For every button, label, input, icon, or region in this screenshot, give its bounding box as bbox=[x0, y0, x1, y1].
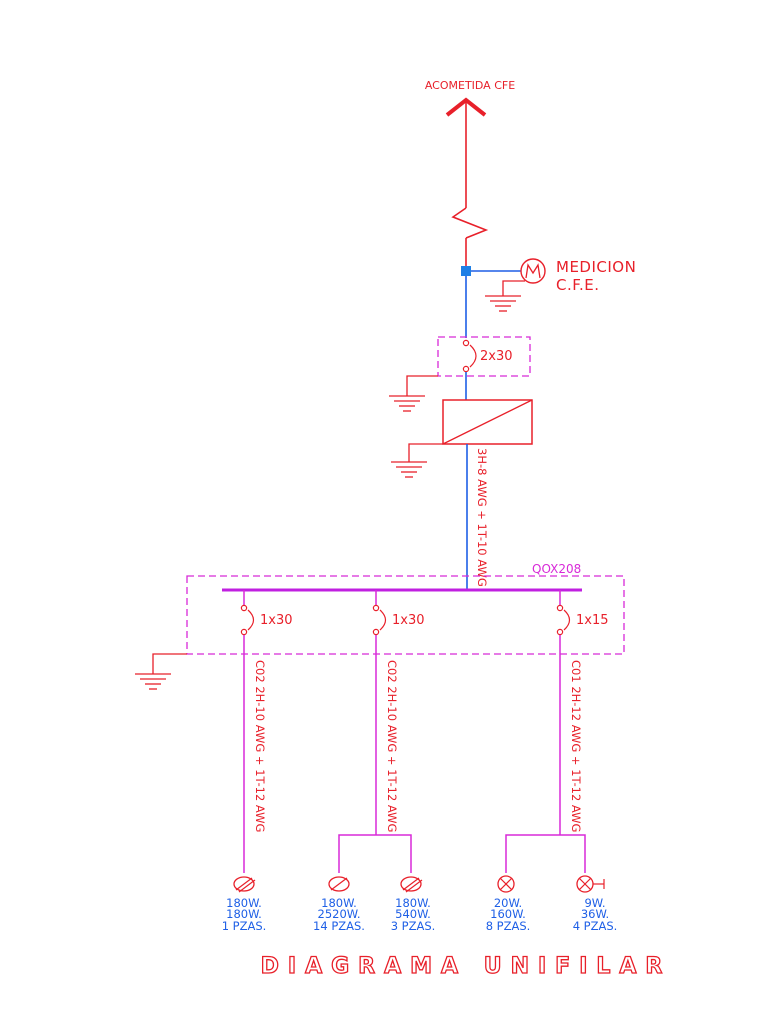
main-breaker-enclosure bbox=[437, 336, 531, 377]
breaker-label: 1x30 bbox=[260, 613, 293, 628]
outlet-icon bbox=[328, 876, 350, 892]
svg-text:14 PZAS.: 14 PZAS. bbox=[313, 919, 365, 933]
svg-text:8 PZAS.: 8 PZAS. bbox=[486, 919, 531, 933]
breaker-label: 1x30 bbox=[392, 613, 425, 628]
svg-text:180W.: 180W. bbox=[226, 907, 262, 921]
svg-text:180W.: 180W. bbox=[226, 896, 262, 910]
svg-text:540W.: 540W. bbox=[395, 907, 431, 921]
svg-text:20W.: 20W. bbox=[494, 896, 522, 910]
outlet-icon bbox=[233, 876, 256, 893]
ground-wire bbox=[152, 653, 187, 674]
panel-label: QOX208 bbox=[532, 562, 581, 576]
transformer-icon bbox=[442, 399, 533, 445]
breaker-icon bbox=[462, 339, 477, 373]
ground-icon bbox=[134, 673, 172, 690]
main-feeder-label: 3H-8 AWG + 1T-10 AWG bbox=[475, 448, 489, 587]
meter-label-line1: MEDICION bbox=[556, 258, 636, 276]
junction-node bbox=[461, 266, 471, 276]
load-label: 180W. 2520W. 14 PZAS. bbox=[313, 896, 365, 933]
circuit-1: 1x30 C02 2H-10 AWG + 1T-12 AWG bbox=[240, 590, 293, 873]
ground-icon bbox=[388, 395, 426, 412]
panel-enclosure bbox=[186, 575, 625, 655]
main-breaker-label: 2x30 bbox=[480, 349, 513, 364]
breaker-label: 1x15 bbox=[576, 613, 609, 628]
load-label: 9W. 36W. 4 PZAS. bbox=[573, 896, 618, 933]
svg-text:4 PZAS.: 4 PZAS. bbox=[573, 919, 618, 933]
meter-label-line2: C.F.E. bbox=[556, 276, 599, 294]
up-arrow-icon bbox=[445, 97, 487, 208]
svg-text:9W.: 9W. bbox=[584, 896, 605, 910]
ground-icon bbox=[484, 295, 522, 312]
circuit-3: 1x15 C01 2H-12 AWG + 1T-12 AWG bbox=[505, 590, 609, 873]
svg-text:1 PZAS.: 1 PZAS. bbox=[222, 919, 267, 933]
load-label: 20W. 160W. 8 PZAS. bbox=[486, 896, 531, 933]
ground-wire bbox=[408, 443, 443, 462]
break-zigzag-icon bbox=[451, 207, 489, 239]
svg-text:3 PZAS.: 3 PZAS. bbox=[391, 919, 436, 933]
service-entry-label: ACOMETIDA CFE bbox=[425, 79, 515, 92]
load-label: 180W. 180W. 1 PZAS. bbox=[222, 896, 267, 933]
lamp-icon bbox=[497, 875, 515, 893]
feeder-label: C01 2H-12 AWG + 1T-12 AWG bbox=[569, 660, 583, 832]
breaker-icon bbox=[372, 604, 387, 636]
svg-text:180W.: 180W. bbox=[321, 896, 357, 910]
svg-text:180W.: 180W. bbox=[395, 896, 431, 910]
lamp-icon bbox=[576, 875, 605, 893]
ground-icon bbox=[390, 461, 428, 478]
meter-icon bbox=[502, 258, 546, 296]
feeder-label: C02 2H-10 AWG + 1T-12 AWG bbox=[385, 660, 399, 832]
breaker-icon bbox=[556, 604, 571, 636]
svg-text:160W.: 160W. bbox=[490, 907, 526, 921]
breaker-icon bbox=[240, 604, 255, 636]
svg-text:2520W.: 2520W. bbox=[318, 907, 361, 921]
svg-text:36W.: 36W. bbox=[581, 907, 609, 921]
circuit-2: 1x30 C02 2H-10 AWG + 1T-12 AWG bbox=[338, 590, 425, 873]
feeder-label: C02 2H-10 AWG + 1T-12 AWG bbox=[253, 660, 267, 832]
load-label: 180W. 540W. 3 PZAS. bbox=[391, 896, 436, 933]
diagram-title: DIAGRAMA UNIFILAR bbox=[261, 954, 672, 979]
ground-wire bbox=[406, 375, 438, 396]
outlet-icon bbox=[400, 876, 423, 893]
